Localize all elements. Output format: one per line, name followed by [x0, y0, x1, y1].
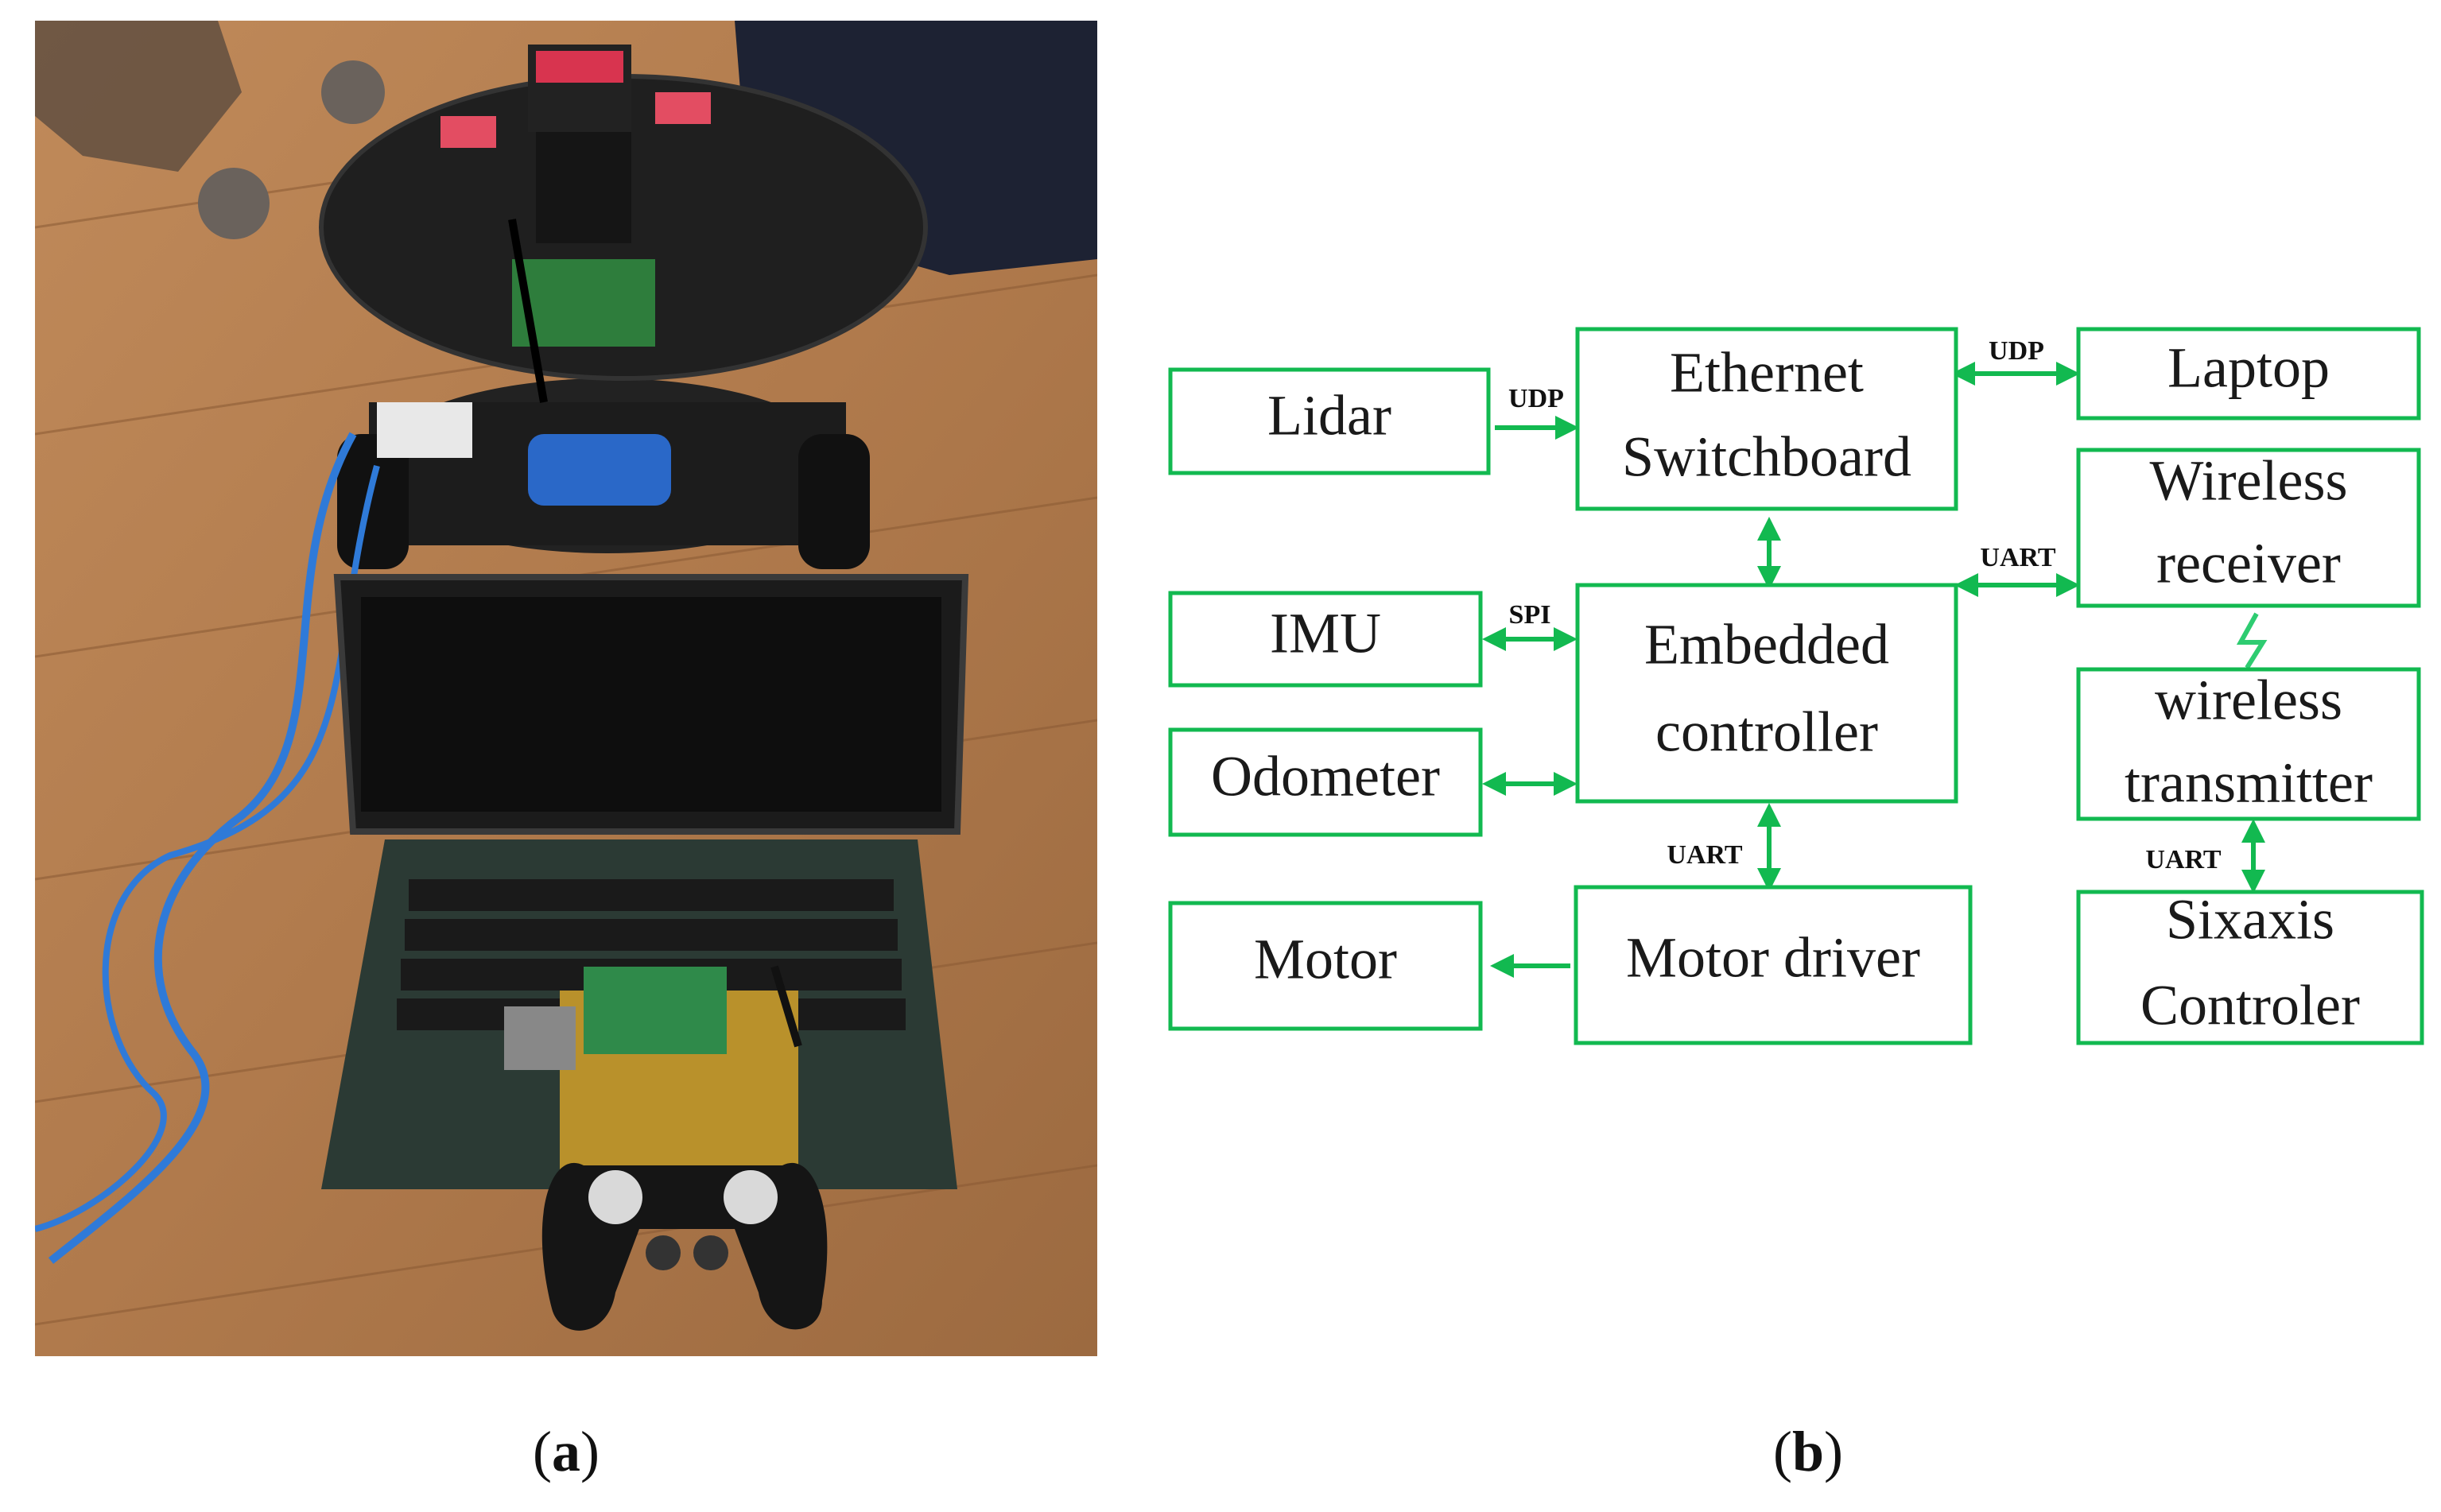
motor-block: Motor: [1168, 901, 1483, 1031]
imu-block: IMU: [1168, 591, 1483, 688]
sixaxis-controller-block: Sixaxis Controler: [2076, 888, 2424, 1045]
embedded-label-line2: controller: [1655, 700, 1878, 764]
wireless-transmitter-label-line2: transmitter: [2125, 751, 2373, 815]
robot-photo: [35, 21, 1097, 1356]
caption-a-close: ): [580, 1420, 600, 1483]
wireless-transmitter-block: wireless transmitter: [2076, 667, 2421, 821]
label-lidar-ethernet: UDP: [1508, 384, 1564, 413]
embedded-controller-block: Embedded controller: [1575, 583, 1958, 804]
laptop-label: Laptop: [2167, 336, 2330, 400]
odometer-label: Odometer: [1211, 745, 1440, 808]
caption-a: (a): [533, 1419, 600, 1485]
odometer-block: Odometer: [1168, 727, 1483, 837]
motor-driver-label: Motor driver: [1626, 926, 1920, 990]
wireless-receiver-label-line1: Wireless: [2149, 449, 2347, 513]
label-ethernet-laptop: UDP: [1989, 336, 2044, 366]
label-transmitter-sixaxis: UART: [2145, 845, 2221, 874]
caption-b-close: ): [1824, 1420, 1844, 1483]
wireless-transmitter-label-line1: wireless: [2155, 669, 2342, 732]
motor-label: Motor: [1254, 928, 1397, 991]
embedded-label-line1: Embedded: [1644, 613, 1889, 677]
sixaxis-label-line2: Controler: [2140, 974, 2360, 1037]
wireless-receiver-label-line2: receiver: [2156, 532, 2341, 595]
caption-b-open: (: [1773, 1420, 1792, 1483]
ethernet-label-line1: Ethernet: [1670, 341, 1864, 405]
caption-b-letter: b: [1791, 1420, 1825, 1483]
sixaxis-label-line1: Sixaxis: [2166, 888, 2334, 952]
imu-label: IMU: [1270, 602, 1381, 665]
ethernet-label-line2: Switchboard: [1622, 425, 1911, 489]
wireless-receiver-block: Wireless receiver: [2076, 448, 2421, 608]
label-embedded-motor-driver: UART: [1667, 840, 1742, 870]
wireless-link-icon: [2236, 612, 2268, 669]
laptop-block: Laptop: [2076, 327, 2421, 421]
label-embedded-receiver: UART: [1980, 543, 2055, 572]
caption-a-open: (: [533, 1420, 552, 1483]
motor-driver-block: Motor driver: [1574, 885, 1973, 1045]
lidar-block: Lidar: [1168, 367, 1491, 475]
caption-b: (b): [1773, 1419, 1843, 1485]
caption-a-letter: a: [551, 1420, 580, 1483]
lidar-label: Lidar: [1267, 384, 1391, 448]
ethernet-switchboard-block: Ethernet Switchboard: [1575, 327, 1958, 511]
label-imu-embedded: SPI: [1509, 600, 1551, 630]
